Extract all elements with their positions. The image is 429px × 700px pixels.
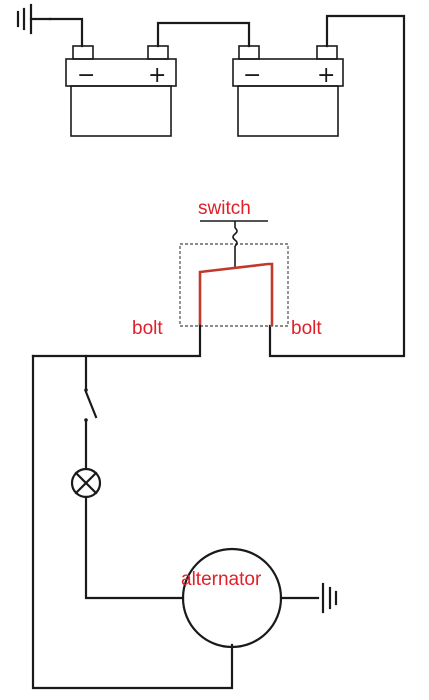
wire-left-bolt-loop <box>31 324 234 690</box>
battery-left: − + <box>65 45 177 137</box>
wire-ground-to-battery-left <box>48 17 84 48</box>
battery-left-negative-sign: − <box>77 63 95 88</box>
bolt-right-label: bolt <box>291 318 322 339</box>
battery-right-positive-sign: + <box>317 63 335 88</box>
wire-battery-series-link <box>156 21 251 48</box>
switch-spring-icon <box>232 227 238 247</box>
alternator-label: alternator <box>181 569 262 590</box>
wire-battery-to-right-bolt <box>268 14 406 358</box>
switch-contact <box>198 262 274 326</box>
battery-left-positive-sign: + <box>148 63 166 88</box>
switch-label: switch <box>198 198 251 219</box>
lamp-icon <box>70 467 102 499</box>
main-switch <box>179 220 289 327</box>
battery-right: − + <box>232 45 344 137</box>
knife-switch-icon <box>31 354 98 470</box>
wire-lamp-to-alternator <box>84 495 185 600</box>
bolt-left-label: bolt <box>132 318 163 339</box>
ground-symbol-top-left-icon <box>16 3 52 35</box>
battery-right-negative-sign: − <box>243 63 261 88</box>
alternator-body <box>181 547 283 649</box>
ground-symbol-right-icon <box>321 582 338 614</box>
